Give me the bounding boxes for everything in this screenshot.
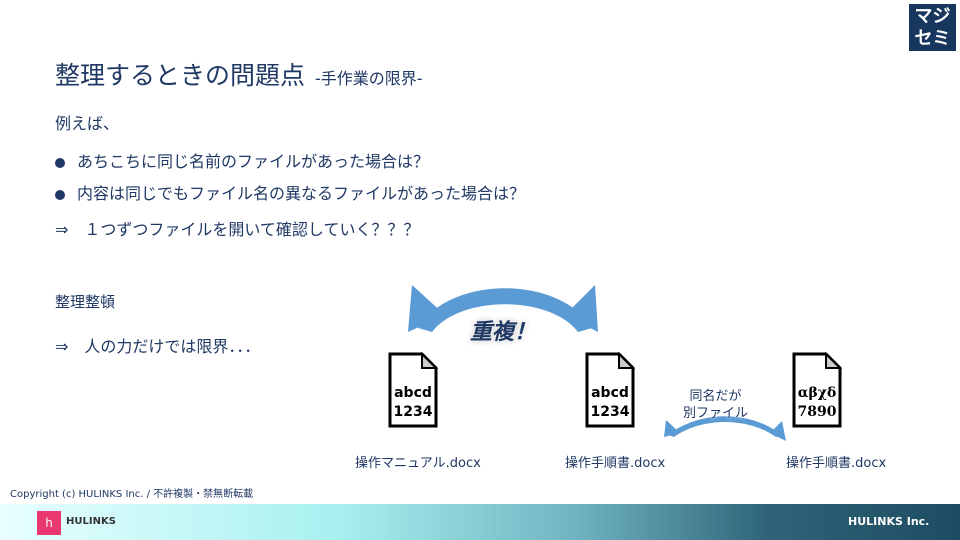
section-heading: 整理整頓	[55, 293, 116, 311]
bullet-item: あちこちに同じ名前のファイルがあった場合は？	[55, 148, 429, 172]
bullet-icon	[55, 189, 65, 200]
bullet-text: 内容は同じでもファイル名の異なるファイルがあった場合は？	[77, 184, 526, 203]
same-name-line1: 同名だが	[689, 389, 742, 404]
bullet-text: あちこちに同じ名前のファイルがあった場合は？	[77, 152, 430, 171]
file-icon: abcd 1234	[388, 351, 439, 432]
intro-text: 例えば、	[55, 114, 120, 133]
file-content-line2: 1234	[590, 404, 630, 420]
subtitle: -手作業の限界-	[315, 69, 423, 88]
file-name: 操作手順書.docx	[786, 456, 887, 471]
title-text: 整理するときの問題点	[55, 61, 306, 90]
file-content-line1: abcd	[591, 385, 629, 401]
file-content-line2: 7890	[797, 404, 837, 420]
bullet-item: 内容は同じでもファイル名の異なるファイルがあった場合は？	[55, 180, 525, 204]
footer-company: HULINKS Inc.	[848, 515, 930, 528]
hulinks-logo-icon: h	[37, 511, 61, 535]
footer-brand: HULINKS	[66, 516, 116, 527]
file-name: 操作手順書.docx	[565, 456, 666, 471]
file-icon: abcd 1234	[585, 351, 636, 432]
file-content-line1: αβχδ	[797, 385, 837, 401]
same-name-line2: 別ファイル	[683, 406, 749, 421]
duplicate-arrow-icon	[408, 285, 598, 332]
footer-banner: h HULINKS HULINKS Inc.	[0, 504, 960, 540]
file-content-line2: 1234	[393, 404, 433, 420]
logo-line2: セミ	[914, 27, 951, 49]
conclusion-text: ⇒ １つずつファイルを開いて確認していく？？？	[55, 220, 420, 239]
slide-title: 整理するときの問題点 -手作業の限界-	[55, 56, 423, 92]
different-file-arrow-icon	[664, 416, 786, 441]
file-content-line1: abcd	[394, 385, 432, 401]
file-name: 操作マニュアル.docx	[355, 456, 481, 471]
logo-line1: マジ	[914, 5, 951, 27]
limit-text: ⇒ 人の力だけでは限界．．．	[55, 337, 261, 356]
majisemi-logo: マジ セミ	[909, 4, 956, 51]
copyright: Copyright (c) HULINKS Inc. / 不許複製・禁無断転載	[10, 489, 254, 500]
same-name-label: 同名だが 別ファイル	[683, 388, 748, 422]
bullet-icon	[55, 157, 65, 168]
duplicate-label: 重複！	[470, 320, 537, 345]
file-icon: αβχδ 7890	[792, 351, 843, 432]
